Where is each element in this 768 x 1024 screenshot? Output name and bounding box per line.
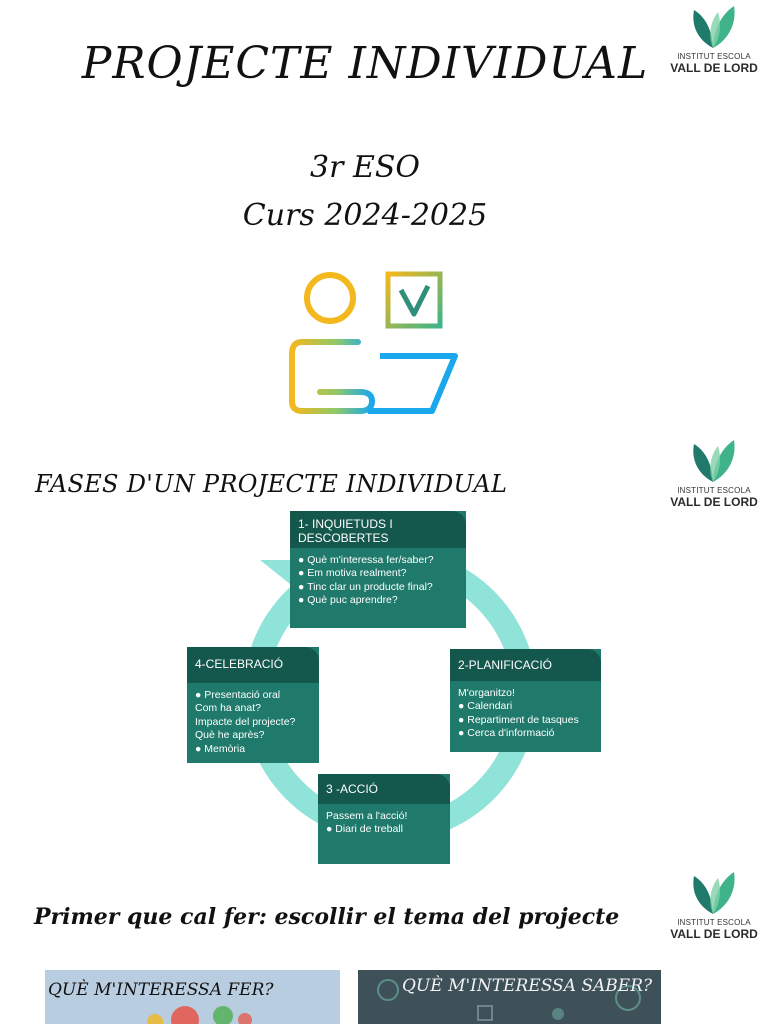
- school-logo: INSTITUT ESCOLA VALL DE LORD: [666, 868, 762, 942]
- phase-item: M'organitzo!: [458, 687, 515, 699]
- school-logo: INSTITUT ESCOLA VALL DE LORD: [666, 436, 762, 510]
- card-interessa-saber: QUÈ M'INTERESSA SABER?: [358, 970, 661, 1024]
- school-name: VALL DE LORD: [670, 927, 758, 941]
- leaf-logo-icon: [693, 872, 735, 914]
- phase-item: Passem a l'acció!: [326, 810, 408, 822]
- phase-box-celebracio: 4-CELEBRACIÓ ● Presentació oral Com ha a…: [187, 647, 319, 763]
- phase-item: ● Què puc aprendre?: [298, 594, 398, 607]
- school-org: INSTITUT ESCOLA: [677, 486, 751, 495]
- school-name: VALL DE LORD: [670, 61, 758, 75]
- phase-box-accio: 3 -ACCIÓ Passem a l'acció! ● Diari de tr…: [318, 774, 450, 864]
- school-org: INSTITUT ESCOLA: [677, 52, 751, 61]
- school-logo: INSTITUT ESCOLA VALL DE LORD: [666, 2, 762, 76]
- phase-item: ● Repartiment de tasques: [458, 713, 579, 726]
- phase-title: 4-CELEBRACIÓ: [187, 647, 319, 683]
- phase-item: Què he après?: [195, 729, 265, 742]
- course-label: Curs 2024-2025: [242, 198, 488, 233]
- grade-label: 3r ESO: [309, 150, 420, 185]
- card-label: QUÈ M'INTERESSA SABER?: [402, 976, 653, 996]
- next-step-title: Primer que cal fer: escollir el tema del…: [34, 904, 620, 930]
- phase-item: ● Què m'interessa fer/saber?: [298, 554, 434, 566]
- phase-title: 3 -ACCIÓ: [318, 774, 450, 804]
- phase-item: ● Em motiva realment?: [298, 567, 407, 580]
- phase-item: Impacte del projecte?: [195, 715, 296, 728]
- phase-title: 1- INQUIETUDS I DESCOBERTES: [290, 511, 466, 548]
- page-title: PROJECTE INDIVIDUAL: [81, 38, 649, 89]
- phase-item: ● Diari de treball: [326, 823, 403, 836]
- phase-title: 2-PLANIFICACIÓ: [450, 649, 601, 681]
- phase-item: ● Tinc clar un producte final?: [298, 580, 433, 593]
- phase-box-inquietuds: 1- INQUIETUDS I DESCOBERTES ● Què m'inte…: [290, 511, 466, 628]
- school-name: VALL DE LORD: [670, 495, 758, 509]
- phase-box-planificacio: 2-PLANIFICACIÓ M'organitzo! ● Calendari …: [450, 649, 601, 752]
- phase-item: ● Memòria: [195, 742, 246, 755]
- card-label: QUÈ M'INTERESSA FER?: [48, 980, 274, 1000]
- leaf-logo-icon: [693, 6, 735, 48]
- school-org: INSTITUT ESCOLA: [677, 918, 751, 927]
- leaf-logo-icon: [693, 440, 735, 482]
- phase-item: Com ha anat?: [195, 702, 261, 715]
- colorful-icons-background: [147, 1006, 252, 1024]
- phase-item: ● Presentació oral: [195, 689, 281, 701]
- phase-item: ● Cerca d'informació: [458, 727, 555, 740]
- card-interessa-fer: QUÈ M'INTERESSA FER?: [45, 970, 340, 1024]
- phase-item: ● Calendari: [458, 700, 513, 713]
- fases-title: FASES D'UN PROJECTE INDIVIDUAL: [35, 470, 508, 498]
- science-icons-background: [377, 979, 641, 1021]
- student-laptop-icon: [289, 271, 458, 414]
